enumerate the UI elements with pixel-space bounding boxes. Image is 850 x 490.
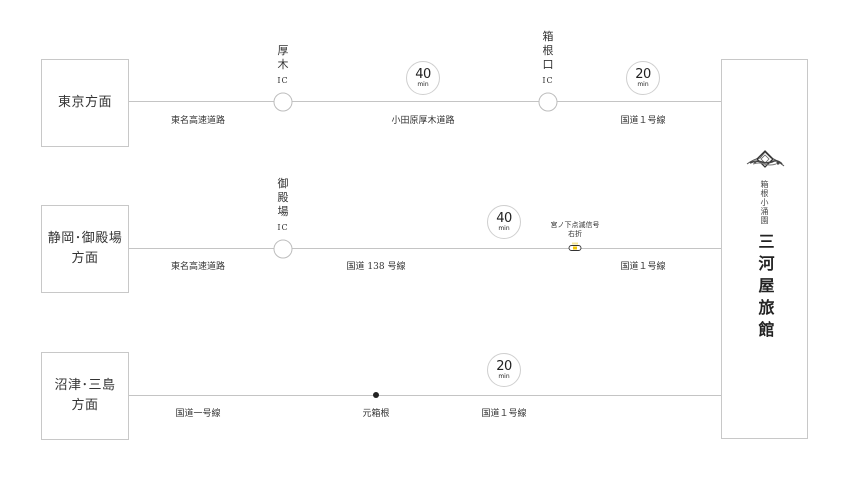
destination-subtitle: 箱根小涌園 [760, 180, 769, 225]
origin-label-line: 方面 [71, 398, 99, 413]
time-value: 40 [496, 211, 512, 226]
time-unit: min [498, 373, 510, 380]
route-line [129, 248, 721, 249]
time-value: 20 [496, 359, 512, 374]
travel-time-badge: 20 min [626, 61, 660, 95]
destination-name: 三河屋旅館 [755, 233, 775, 343]
origin-label: 静岡･御殿場 方面 [48, 229, 123, 269]
road-label: 国道１号線 [620, 262, 666, 272]
waypoint-label: 元箱根 [362, 409, 390, 419]
waypoint-marker [373, 392, 379, 398]
route-line [129, 395, 721, 396]
traffic-signal-icon [568, 242, 582, 251]
origin-label-line: 静岡･御殿場 [47, 231, 123, 246]
ic-name: 箱根口 [542, 30, 554, 71]
origin-box-shizuoka: 静岡･御殿場 方面 [41, 205, 129, 293]
origin-box-tokyo: 東京方面 [41, 59, 129, 147]
origin-label: 東京方面 [58, 93, 112, 113]
time-value: 40 [415, 67, 431, 82]
travel-time-badge: 40 min [406, 61, 440, 95]
ic-name: 御殿場 [277, 177, 289, 218]
road-label: 国道一号線 [175, 409, 221, 419]
time-unit: min [417, 81, 429, 88]
ic-name: 厚木 [277, 44, 289, 71]
travel-time-badge: 40 min [487, 205, 521, 239]
time-unit: min [637, 81, 649, 88]
origin-label-line: 東京方面 [57, 95, 112, 110]
road-label: 東名高速道路 [170, 116, 226, 126]
ic-label-hakoneguchi: 箱根口 IC [538, 30, 558, 88]
time-value: 20 [635, 67, 651, 82]
origin-label-line: 方面 [71, 251, 99, 266]
ic-suffix: IC [277, 223, 289, 232]
road-label: 東名高速道路 [170, 262, 226, 272]
origin-label-line: 沼津･三島 [54, 378, 116, 393]
route-line [129, 101, 721, 102]
time-unit: min [498, 225, 510, 232]
ic-label-atsugi: 厚木 IC [273, 44, 293, 88]
signal-label-line: 宮ノ下点滅信号 [550, 221, 600, 229]
ic-suffix: IC [277, 76, 289, 85]
interchange-marker [273, 239, 293, 259]
signal-label-line: 右折 [568, 230, 582, 238]
ic-label-gotemba: 御殿場 IC [273, 177, 293, 235]
destination-box: 箱根小涌園 三河屋旅館 [721, 59, 808, 439]
ic-suffix: IC [542, 76, 554, 85]
interchange-marker [273, 92, 293, 112]
road-label: 国道１号線 [620, 116, 666, 126]
signal-label: 宮ノ下点滅信号 右折 [551, 221, 600, 239]
road-label: 小田原厚木道路 [391, 116, 455, 126]
road-label: 国道１号線 [481, 409, 527, 419]
origin-box-numazu: 沼津･三島 方面 [41, 352, 129, 440]
travel-time-badge: 20 min [487, 353, 521, 387]
mountain-crest-icon [746, 150, 784, 168]
interchange-marker [538, 92, 558, 112]
road-label: 国道 138 号線 [346, 262, 406, 272]
origin-label: 沼津･三島 方面 [54, 376, 115, 416]
